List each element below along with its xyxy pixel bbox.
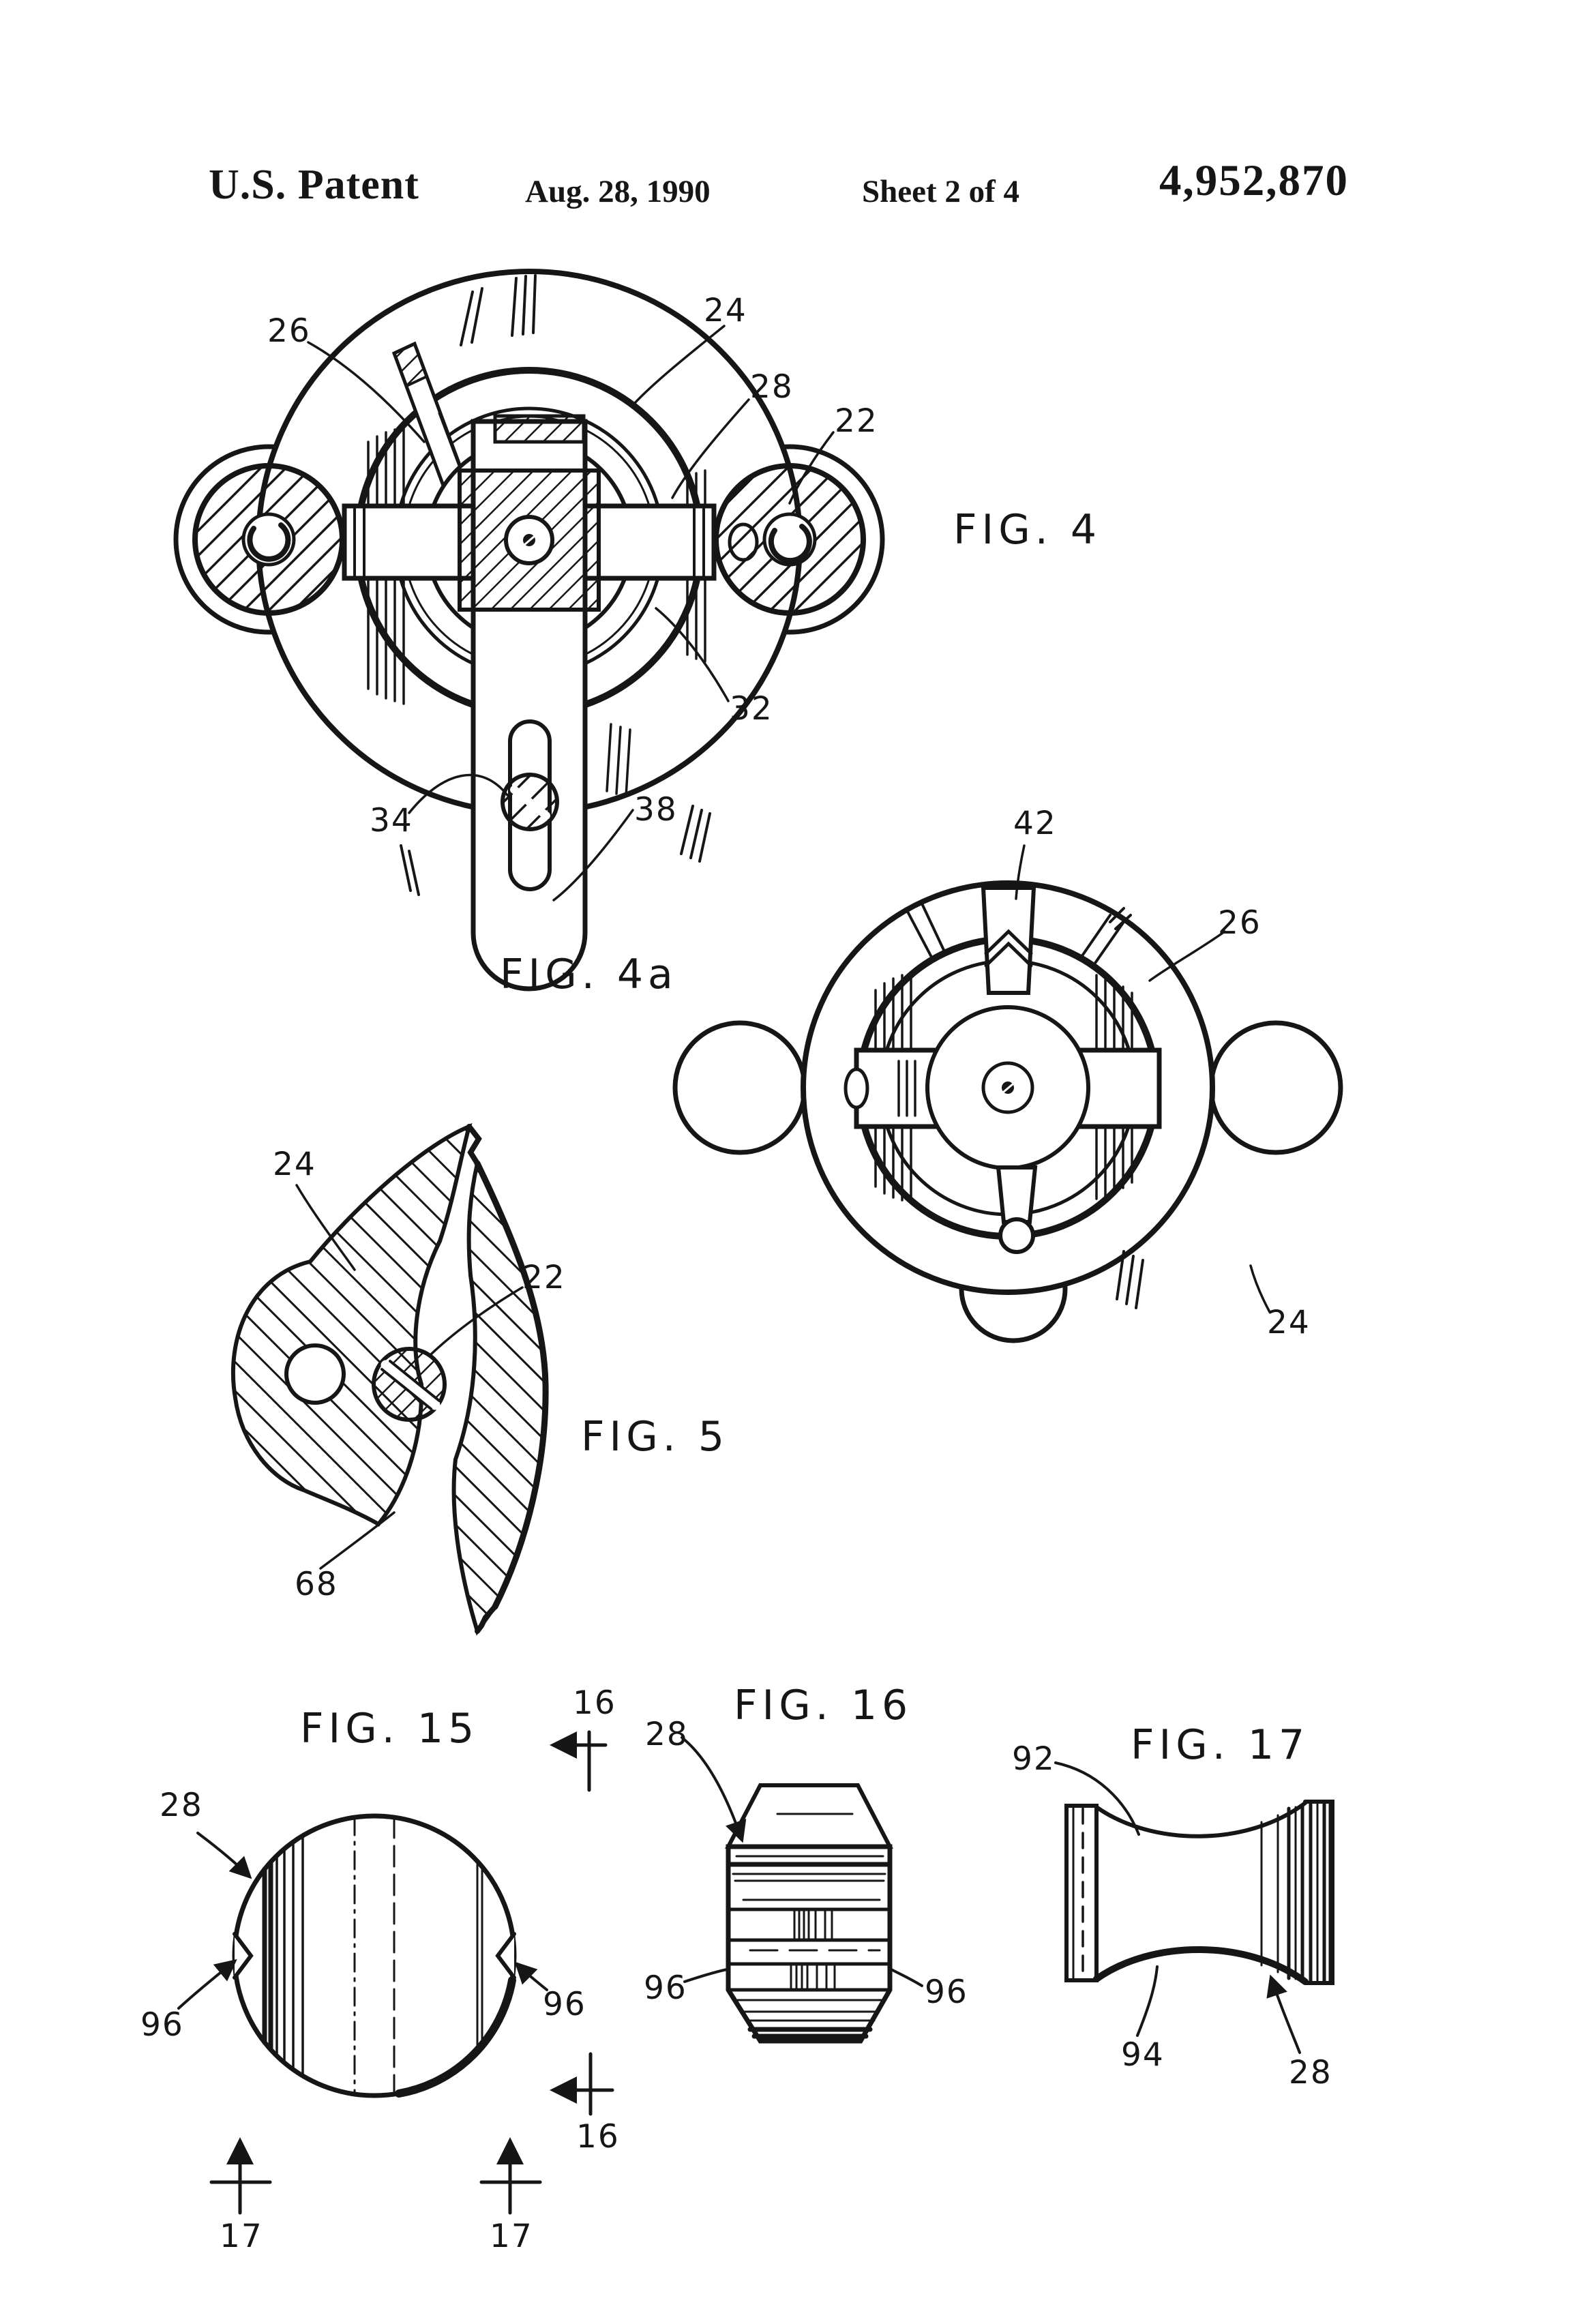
fig5-drawing [230,1122,549,1636]
fig15-ref-16-top: 16 [573,1684,616,1722]
fig15-ref-96-left: 96 [140,2006,184,2044]
fig15-drawing [177,1730,614,2215]
fig4-ref-38: 38 [634,791,678,829]
fig5-label: FIG. 5 [581,1413,730,1461]
fig4-ref-24: 24 [704,292,747,329]
fig4-drawing [173,269,885,992]
fig15-ref-16-bottom: 16 [576,2118,620,2156]
fig15-ref-28: 28 [160,1787,203,1824]
fig4-label: FIG. 4 [953,506,1102,554]
fig4-ref-28: 28 [750,368,794,406]
fig17-drawing [1054,1761,1334,2054]
fig16-ref-96-right: 96 [925,1973,968,2011]
fig4a-drawing [672,844,1343,1343]
fig4a-ref-24: 24 [1267,1304,1311,1341]
fig5-ref-24: 24 [273,1146,316,1183]
fig16-ref-96-left: 96 [644,1969,687,2007]
fig16-label: FIG. 16 [734,1682,913,1729]
fig17-ref-92: 92 [1012,1740,1056,1778]
fig5-ref-22: 22 [522,1259,566,1296]
fig4-ref-26: 26 [267,312,311,350]
fig15-ref-17-right: 17 [490,2218,533,2255]
fig16-ref-28: 28 [645,1716,689,1753]
fig15-ref-96-right: 96 [543,1986,586,2023]
fig4a-ref-26: 26 [1218,904,1262,942]
fig15-label: FIG. 15 [300,1705,479,1753]
fig17-ref-94: 94 [1121,2036,1165,2074]
fig16-drawing [681,1736,923,2044]
fig4-ref-32: 32 [730,690,773,728]
fig4-ref-22: 22 [835,402,878,440]
header-date: Aug. 28, 1990 [525,174,711,209]
header-sheet: Sheet 2 of 4 [862,174,1020,209]
fig4a-label: FIG. 4a [500,951,678,998]
fig17-label: FIG. 17 [1131,1721,1310,1769]
fig17-ref-28: 28 [1289,2054,1332,2091]
fig15-ref-17-left: 17 [220,2218,263,2255]
header-title: U.S. Patent [209,162,419,208]
fig5-ref-68: 68 [295,1566,338,1603]
header-patent-number: 4,952,870 [1159,156,1349,205]
fig4a-ref-42: 42 [1013,805,1057,842]
fig4-ref-34: 34 [370,802,413,839]
